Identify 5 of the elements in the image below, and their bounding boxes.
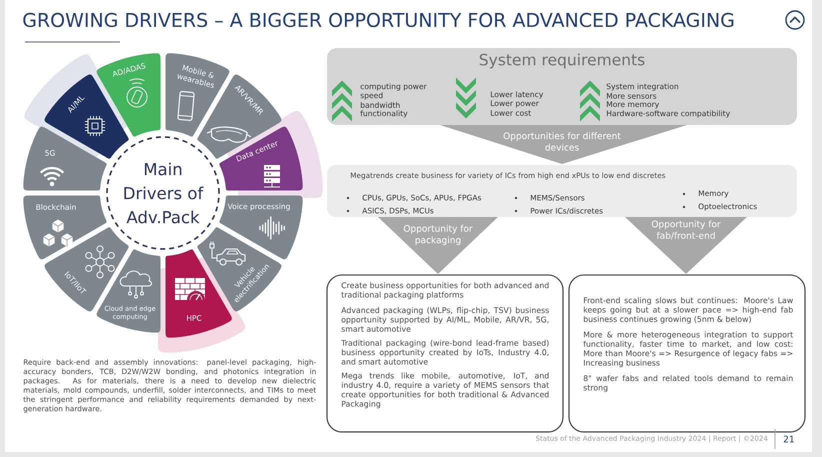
- slide-title: GROWING DRIVERS – A BIGGER OPPORTUNITY FOR ADVANCED PACKAGING: [23, 12, 734, 28]
- panel-heading: System requirements: [480, 54, 644, 68]
- down-triangle: Opportunities for different devices: [440, 125, 687, 164]
- down-triangle: Opportunity for packaging: [378, 217, 498, 274]
- down-triangle: Opportunity for fab/front-end: [625, 217, 747, 274]
